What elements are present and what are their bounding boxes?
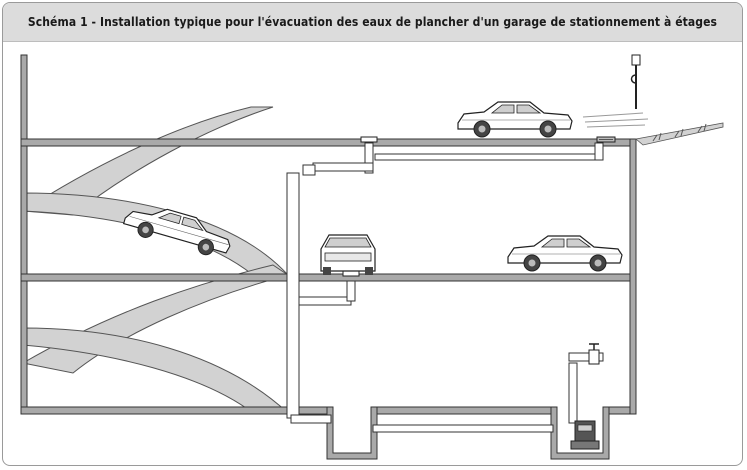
discharge-horizontal (568, 352, 604, 362)
middle-slab (20, 273, 637, 282)
roof-slab (20, 138, 637, 147)
valve-icon (588, 343, 600, 365)
vertical-riser (286, 172, 300, 419)
upper-ramp-slope (22, 192, 290, 276)
middle-horizontal-pipe (298, 296, 352, 306)
building-structure (20, 54, 637, 460)
roof-drain-riser (594, 142, 604, 161)
right-wall (629, 138, 637, 415)
car-icon (507, 235, 623, 272)
sump-pit (550, 406, 610, 460)
pump-icon (570, 420, 600, 450)
diagram-title: Schéma 1 - Installation typique pour l'é… (27, 15, 718, 29)
catch-basin-pit (326, 406, 378, 460)
floor-slab-middle (370, 406, 557, 415)
pump-discharge-pipe (568, 362, 578, 424)
left-wall (20, 54, 28, 414)
floor-slab-left (20, 406, 334, 415)
diagram-frame: Schéma 1 - Installation typique pour l'é… (2, 2, 743, 466)
car-icon (457, 101, 573, 138)
car-icon (320, 234, 376, 275)
motion-lines (582, 112, 649, 128)
drain-piping (286, 142, 604, 433)
lamp-post-icon (630, 54, 641, 109)
exterior-ground (635, 122, 724, 146)
grass-marks (652, 123, 707, 142)
upper-elbow (302, 164, 316, 176)
title-bar: Schéma 1 - Installation typique pour l'é… (3, 3, 742, 42)
garage-drainage-diagram (20, 54, 724, 460)
roof-drain-line (374, 153, 598, 161)
upper-horizontal-pipe (312, 162, 374, 172)
roof-drain-drop (364, 142, 374, 174)
upper-ramp-band (21, 106, 274, 216)
pit-connector-pipe (372, 424, 554, 433)
bottom-elbow-pipe (290, 414, 332, 424)
middle-drain-drop (346, 280, 356, 302)
